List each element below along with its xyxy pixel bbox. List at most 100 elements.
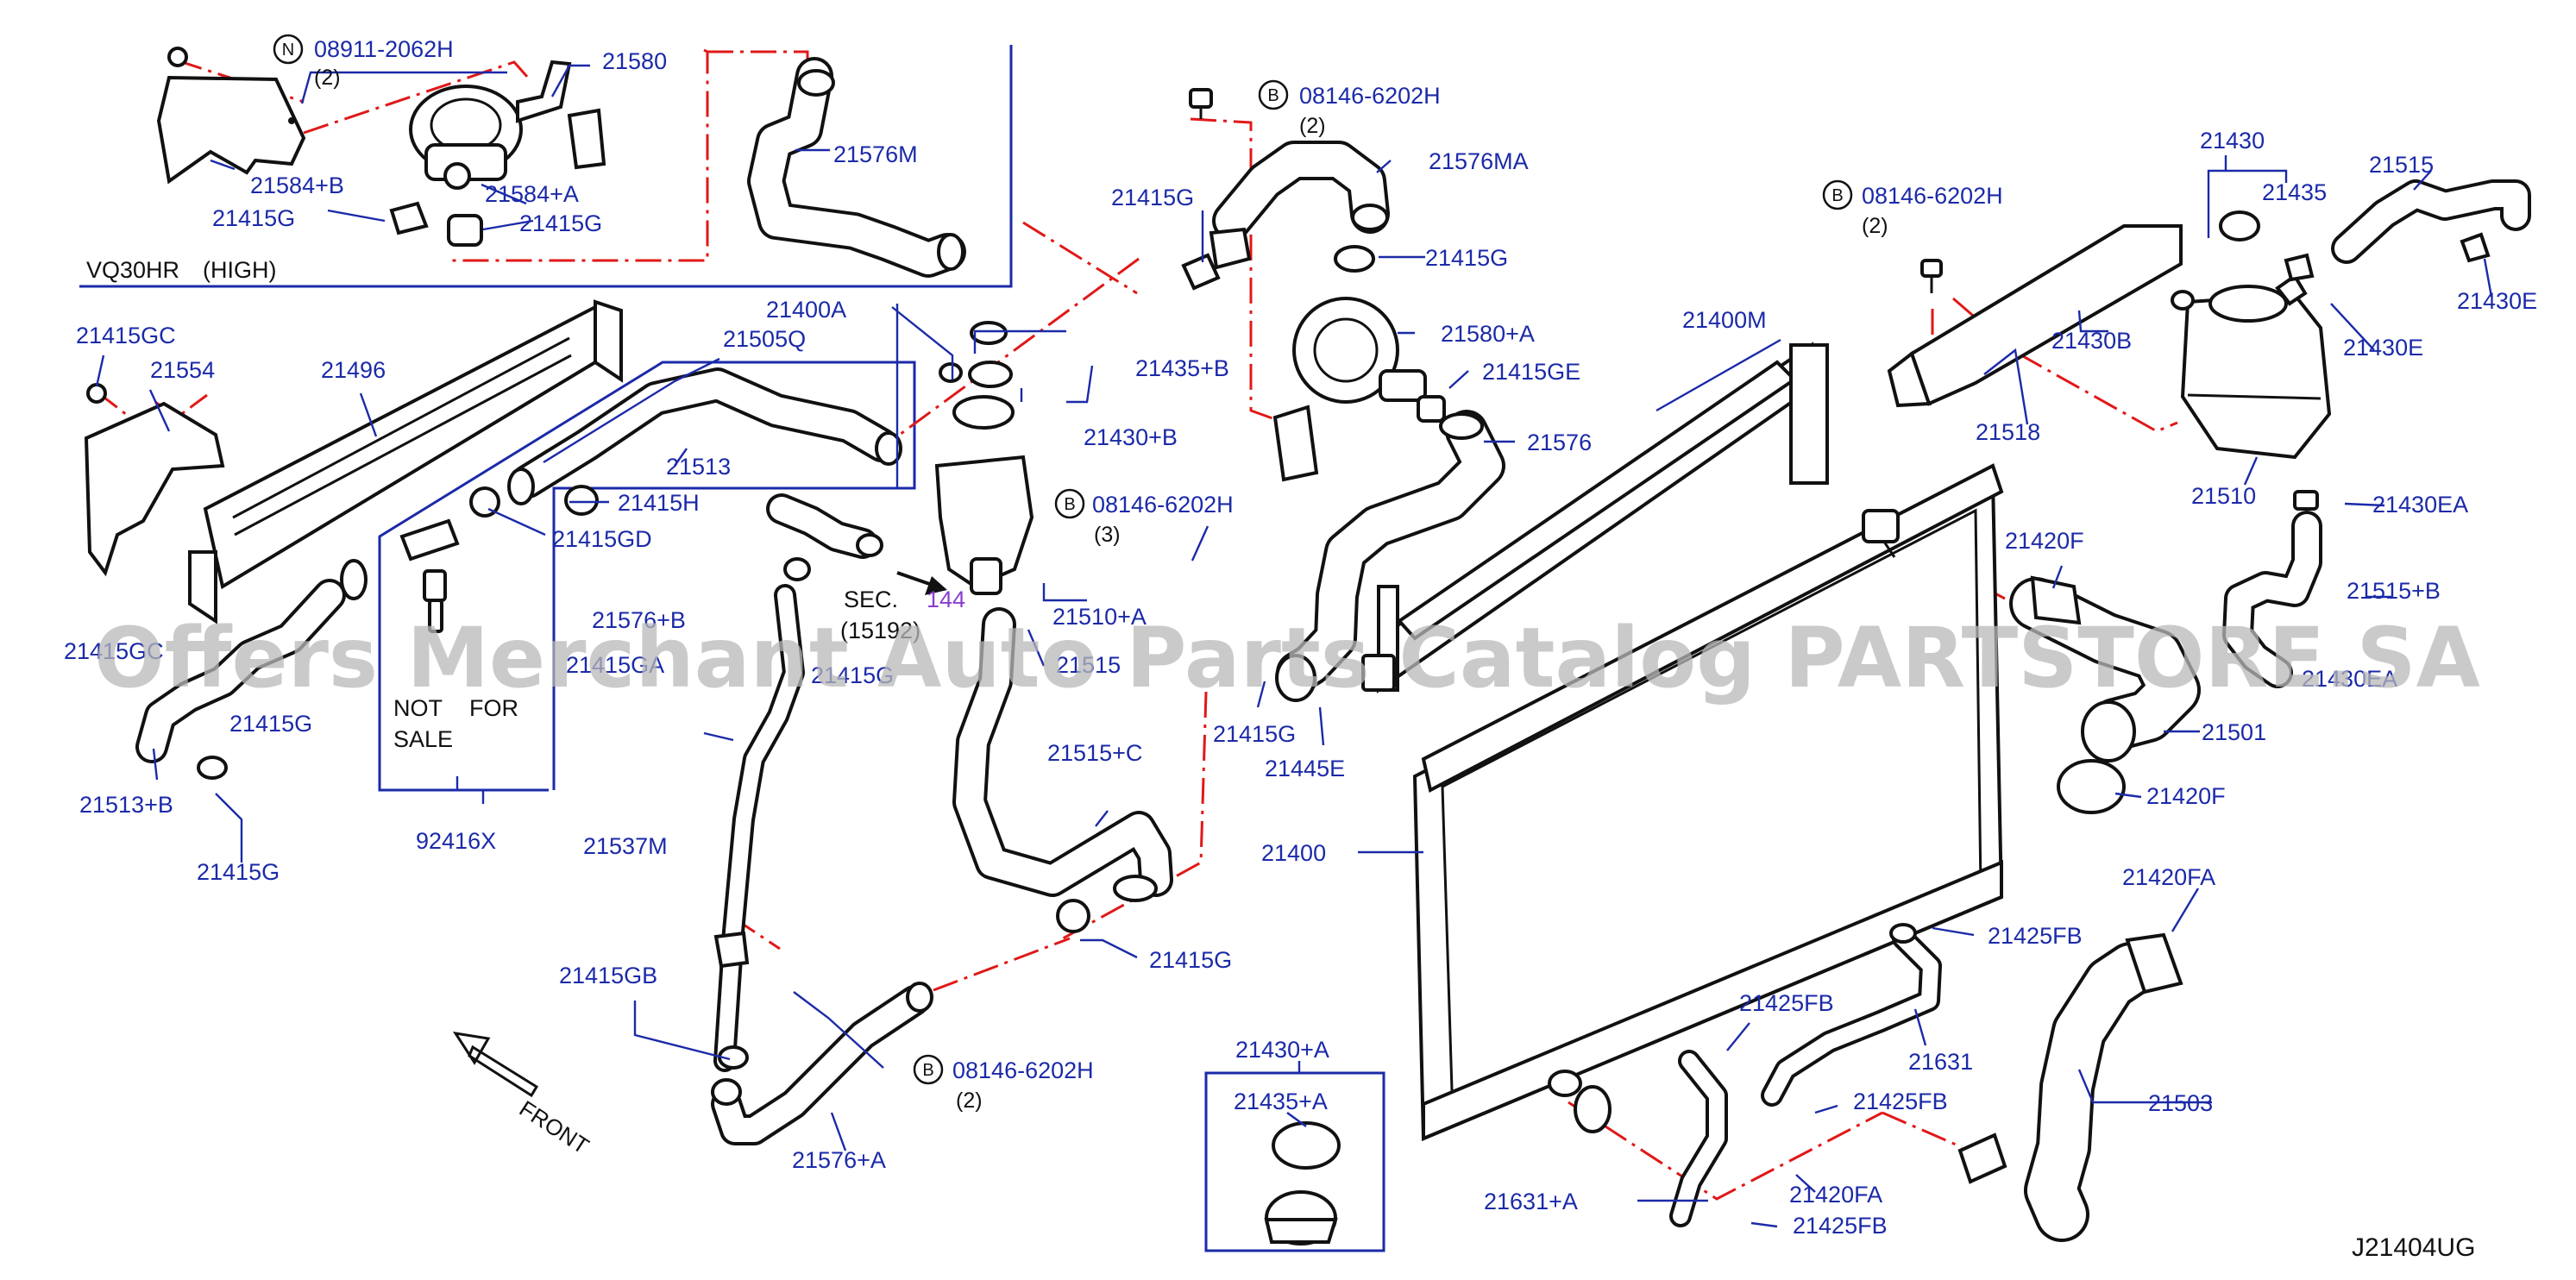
label-21515c: 21515+C [1047,740,1142,766]
diagram-code: J21404UG [2352,1233,2475,1262]
callout-b-symbol-icon: B [913,1054,944,1085]
label-92416x: 92416X [416,828,496,854]
sec-ref-number: 144 [927,587,965,612]
label-21445e: 21445E [1265,756,1345,781]
label-21415gd: 21415GD [552,526,652,552]
label-qty: (2) [314,66,341,90]
shield-21584b [156,47,306,185]
front-arrow-icon [452,1031,539,1098]
reservoir-21400a [934,321,1034,595]
shield-21554 [84,383,225,577]
radiator-21400 [1412,463,2004,1142]
hose-21513 [469,367,902,518]
bolt-08146-6202h-b [1920,259,1943,293]
label-21400a: 21400A [766,297,846,323]
label-21415g: 21415G [1111,185,1194,210]
label-21584a: 21584+A [485,181,579,207]
label-21420fa: 21420FA [2122,864,2215,890]
hose-21501 [2009,575,2201,814]
label-21518: 21518 [1976,419,2040,445]
label-21415h: 21415H [618,490,700,516]
label-21425fb: 21425FB [1853,1089,1948,1114]
kit-21430a-frame [1204,1071,1385,1252]
water-pump-21580a [1272,297,1446,482]
label-21430e: 21430E [2457,288,2537,314]
label-21503: 21503 [2148,1090,2213,1116]
not-for-sale-frame [378,361,916,792]
callout-n-symbol-icon: N [273,34,304,65]
water-pump-21580 [409,60,606,247]
label-21515b: 21515+B [2347,578,2441,604]
not-for-sale-note: NOT [393,695,443,721]
label-21430b-plus: 21430+B [1084,424,1178,450]
callout-b-symbol-icon: B [1054,488,1085,519]
label-21576ma: 21576MA [1429,148,1529,174]
leader-lines [95,64,2493,1228]
label-qty: (2) [1299,114,1326,138]
svg-text:B: B [1064,495,1075,514]
label-21513b: 21513+B [79,792,173,818]
hose-21503 [1957,932,2183,1242]
label-21576: 21576 [1527,430,1592,455]
not-for-sale-note: SALE [393,726,453,752]
part-labels: 08911-2062H (2) 21580 21576M 21584+B 215… [64,36,2537,1262]
label-qty: (2) [956,1089,983,1113]
label-21415ge: 21415GE [1482,359,1580,385]
label-21415ga: 21415GA [566,652,664,678]
label-21420f: 21420F [2005,528,2084,554]
hose-21576b [766,493,883,581]
label-21415g: 21415G [229,711,312,737]
label-21415g: 21415G [1213,721,1296,747]
hose-21515 [2284,179,2531,282]
label-21415gb: 21415GB [559,963,657,988]
label-08146-6202h: 08146-6202H [952,1057,1094,1083]
label-21501: 21501 [2202,719,2266,745]
label-21425fb: 21425FB [1739,990,1834,1016]
label-21554: 21554 [150,357,215,383]
label-21425fb: 21425FB [1988,923,2083,949]
label-21415g: 21415G [197,859,280,885]
tube-21537m [713,584,805,1072]
label-21580: 21580 [602,48,667,74]
hose-21515c [952,607,1173,933]
hose-21576ma [1181,141,1390,291]
label-21430b: 21430B [2051,328,2132,354]
label-21576m: 21576M [833,141,918,167]
label-08146-6202h: 08146-6202H [1299,83,1441,109]
label-21400m: 21400M [1682,307,1767,333]
label-qty: (3) [1094,523,1121,547]
label-21430ea: 21430EA [2302,666,2397,692]
hose-21631a [1548,1050,1728,1227]
not-for-sale-note: FOR [469,695,518,721]
label-21576a: 21576+A [792,1147,886,1173]
label-21505q: 21505Q [723,326,806,352]
hose-21513b [135,559,368,780]
label-21510: 21510 [2191,483,2256,509]
label-21435b: 21435+B [1135,355,1229,381]
label-21496: 21496 [321,357,386,383]
sec-ref-label: SEC. [844,587,898,612]
svg-text:B: B [1267,86,1279,105]
label-21400: 21400 [1261,840,1326,866]
label-21420fa: 21420FA [1789,1182,1882,1208]
callout-b-symbol-icon: B [1822,179,1853,210]
label-21513: 21513 [666,454,731,480]
svg-text:B: B [922,1061,933,1080]
label-21435a: 21435+A [1234,1089,1328,1114]
label-21415g: 21415G [1149,947,1232,973]
label-08146-6202h: 08146-6202H [1092,492,1234,518]
watermark: Offers Merchant Auto Parts Catalog PARTS… [94,610,2480,706]
label-21415g: 21415G [519,210,602,236]
hose-21576a [711,982,933,1145]
label-21631: 21631 [1908,1049,1973,1075]
label-21537m: 21537M [583,833,668,859]
fitting-21415gd [399,518,460,633]
hose-21576 [1275,410,1505,702]
label-21430ea: 21430EA [2372,492,2468,518]
label-21415g: 21415G [811,662,894,688]
clamp-21415g-c [1334,245,1375,273]
reservoir-21510 [2171,210,2332,460]
callout-b-symbol-icon: B [1258,79,1289,110]
bracket-21518 [1887,224,2183,408]
